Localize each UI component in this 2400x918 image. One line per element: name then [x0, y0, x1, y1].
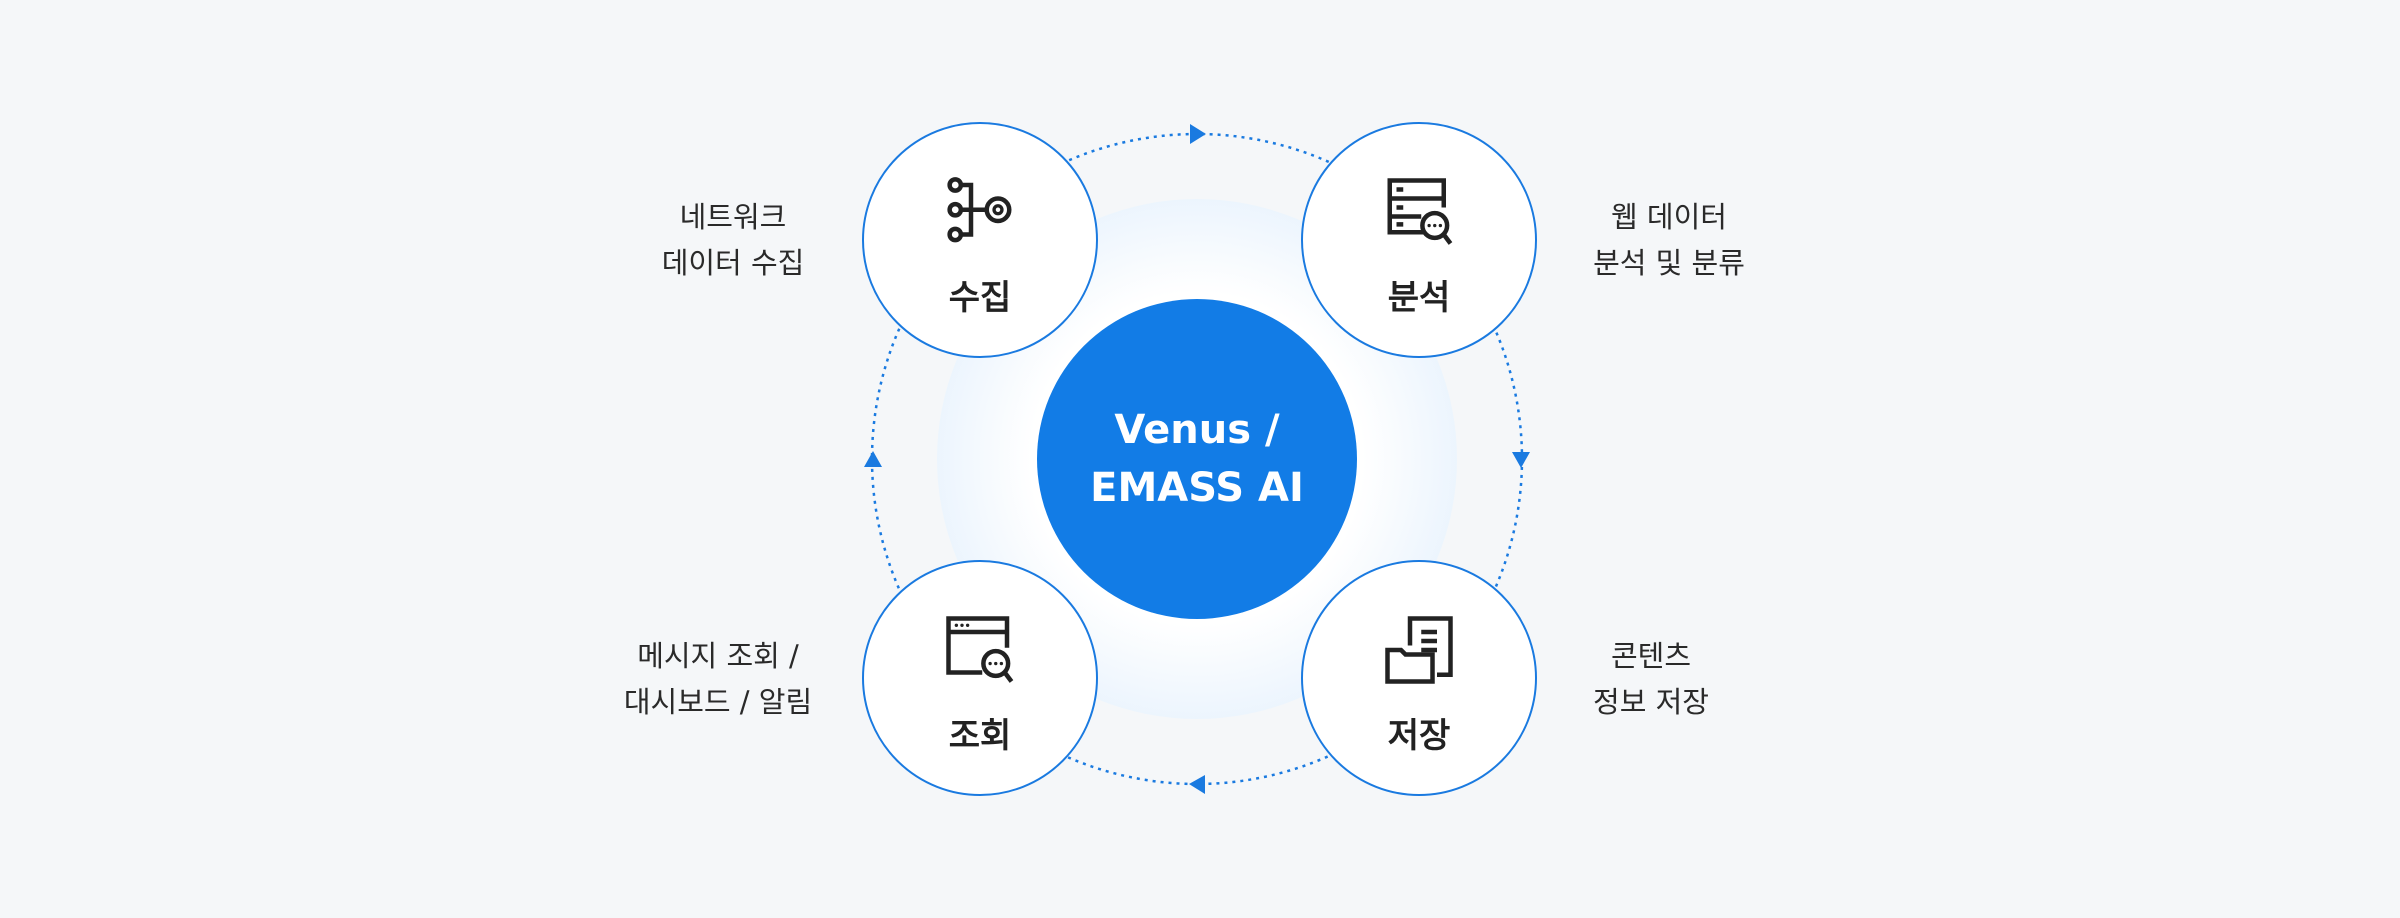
server-search-icon — [1387, 178, 1453, 245]
description-line: 데이터 수집 — [661, 246, 805, 280]
center-title-line1: Venus / — [1114, 407, 1280, 453]
description-line: 웹 데이터 — [1611, 200, 1727, 234]
description-line: 메시지 조회 / — [637, 639, 799, 673]
center-title-line2: EMASS AI — [1090, 465, 1304, 511]
node-collect: 수집 — [862, 122, 1098, 358]
network-collect-icon — [947, 177, 1012, 243]
arrow-left-icon — [1189, 775, 1205, 794]
node-label: 분석 — [1387, 278, 1451, 318]
arrow-down-icon — [1512, 452, 1530, 468]
node-label: 조회 — [948, 716, 1012, 756]
node-view: 조회 — [862, 560, 1098, 796]
node-label: 수집 — [948, 278, 1012, 318]
description-line: 분석 및 분류 — [1593, 246, 1745, 280]
description-line: 콘텐츠 — [1610, 639, 1692, 673]
store-description: 콘텐츠 정보 저장 — [1521, 633, 1781, 725]
document-folder-icon — [1385, 616, 1453, 684]
center-hub: Venus / EMASS AI — [1037, 299, 1357, 619]
description-line: 정보 저장 — [1593, 685, 1709, 719]
arrow-up-icon — [864, 451, 882, 467]
description-line: 네트워크 — [679, 200, 787, 234]
analyze-description: 웹 데이터 분석 및 분류 — [1539, 194, 1799, 286]
node-store: 저장 — [1301, 560, 1537, 796]
description-line: 대시보드 / 알림 — [623, 685, 813, 719]
view-description: 메시지 조회 / 대시보드 / 알림 — [588, 633, 848, 725]
collect-description: 네트워크 데이터 수집 — [603, 194, 863, 286]
arrow-right-icon — [1190, 124, 1206, 144]
node-analyze: 분석 — [1301, 122, 1537, 358]
node-label: 저장 — [1387, 716, 1451, 756]
browser-search-icon — [946, 616, 1014, 683]
